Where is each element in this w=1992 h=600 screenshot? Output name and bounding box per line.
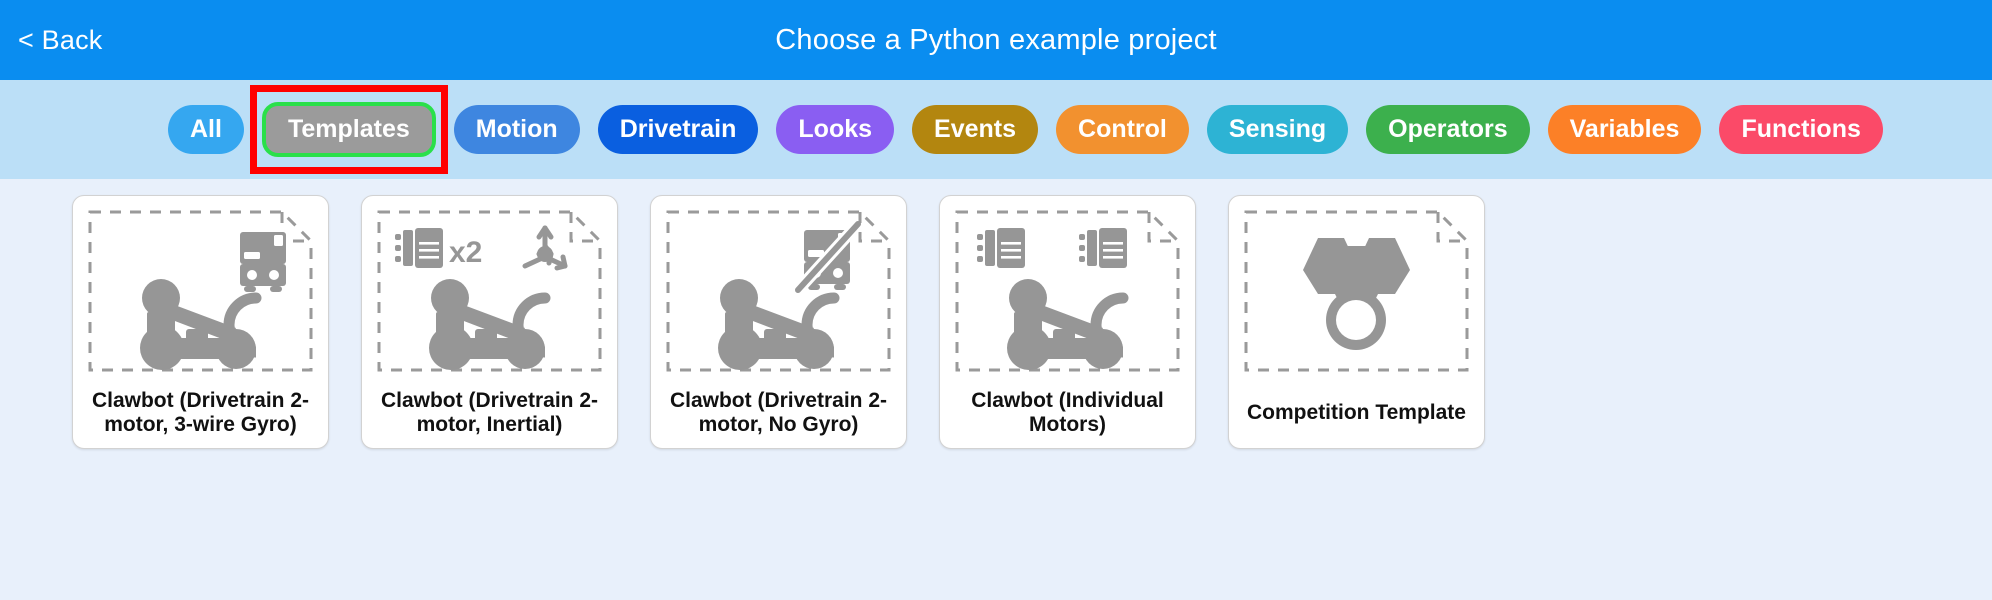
filter-pill-sensing[interactable]: Sensing [1206, 105, 1349, 154]
project-card-clawbot-3wire-gyro[interactable]: Clawbot (Drivetrain 2-motor, 3-wire Gyro… [72, 195, 329, 449]
project-thumbnail [1240, 208, 1473, 374]
filter-pill-label: Control [1078, 115, 1167, 143]
inertial-sensor-hub [537, 246, 553, 262]
motor-icon [977, 228, 1025, 268]
project-card-label: Competition Template [1247, 400, 1466, 424]
project-thumbnail [662, 208, 895, 374]
project-card-clawbot-no-gyro[interactable]: Clawbot (Drivetrain 2-motor, No Gyro) [650, 195, 907, 449]
filter-pill-events[interactable]: Events [912, 105, 1039, 154]
filter-pill-templates[interactable]: Templates [249, 85, 448, 174]
clawbot-icon [718, 279, 840, 370]
motor-icon [1079, 228, 1127, 268]
motor-icon [395, 228, 443, 268]
filter-pill-label: All [190, 115, 222, 143]
project-thumbnail: x2 [373, 208, 606, 374]
project-card-label: Clawbot (Individual Motors) [971, 388, 1164, 436]
filter-pill-all[interactable]: All [168, 105, 244, 154]
filter-pill-label: Looks [798, 115, 873, 143]
app-header: < Back Choose a Python example project [0, 0, 1992, 80]
back-button[interactable]: < Back [18, 24, 103, 55]
project-card-clawbot-inertial[interactable]: x2 [361, 195, 618, 449]
filter-pill-label: Drivetrain [619, 115, 737, 143]
clawbot-icon [429, 279, 551, 370]
filter-pill-label: Motion [475, 115, 558, 143]
project-card-label: Clawbot (Drivetrain 2-motor, Inertial) [380, 388, 599, 436]
project-card-label: Clawbot (Drivetrain 2-motor, No Gyro) [669, 388, 888, 436]
page-title: Choose a Python example project [775, 23, 1217, 56]
project-card-grid: Clawbot (Drivetrain 2-motor, 3-wire Gyro… [0, 179, 1992, 449]
gyro-icon [240, 232, 286, 292]
filter-pill-drivetrain[interactable]: Drivetrain [597, 105, 759, 154]
project-thumbnail [84, 208, 317, 374]
project-thumbnail [951, 208, 1184, 374]
filter-pill-label: Templates [287, 115, 410, 143]
filter-pill-label: Functions [1741, 115, 1861, 143]
filter-pill-label: Sensing [1228, 115, 1327, 143]
project-card-competition-template[interactable]: Competition Template [1228, 195, 1485, 449]
motor-count-badge: x2 [449, 236, 482, 269]
project-card-clawbot-individual-motors[interactable]: Clawbot (Individual Motors) [939, 195, 1196, 449]
category-filter-bar: All Templates Motion Drivetrain Looks Ev… [0, 80, 1992, 179]
filter-pill-functions[interactable]: Functions [1719, 105, 1883, 154]
filter-pill-variables[interactable]: Variables [1547, 105, 1702, 154]
filter-pill-looks[interactable]: Looks [776, 105, 895, 154]
filter-pill-label: Operators [1388, 115, 1508, 143]
medal-icon [1303, 238, 1410, 350]
filter-pill-operators[interactable]: Operators [1366, 105, 1530, 154]
filter-pill-label: Variables [1569, 115, 1680, 143]
filter-pill-label: Events [934, 115, 1017, 143]
clawbot-icon [1007, 279, 1129, 370]
gyro-disabled-icon [793, 219, 863, 295]
clawbot-icon [140, 279, 262, 370]
filter-pill-motion[interactable]: Motion [453, 105, 580, 154]
filter-pill-control[interactable]: Control [1056, 105, 1189, 154]
project-card-label: Clawbot (Drivetrain 2-motor, 3-wire Gyro… [91, 388, 310, 436]
